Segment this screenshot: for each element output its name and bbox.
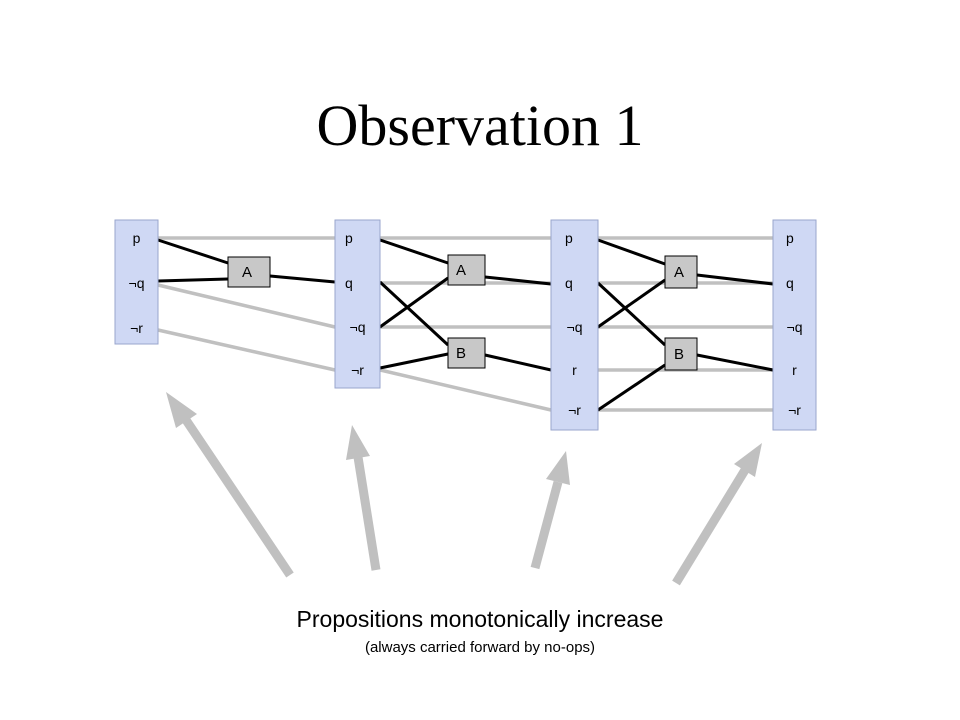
proposition-label: ¬r xyxy=(130,320,143,336)
effect-link xyxy=(696,273,774,286)
action-box xyxy=(664,255,698,289)
effect-link xyxy=(379,276,449,329)
action-label: B xyxy=(674,346,684,363)
action-layer-0: A xyxy=(227,256,271,288)
layer-column xyxy=(114,219,159,345)
precondition-link xyxy=(157,277,229,283)
proposition-label: ¬r xyxy=(351,362,364,378)
action-box xyxy=(664,337,698,371)
arrow-icon xyxy=(346,425,381,571)
proposition-label: ¬q xyxy=(350,319,366,335)
precondition-link xyxy=(378,280,450,347)
effect-link xyxy=(484,275,552,286)
action-links xyxy=(157,238,774,412)
action-label: A xyxy=(242,264,252,281)
arrow-icon xyxy=(530,451,570,570)
action-label: A xyxy=(456,262,466,279)
proposition-label: p xyxy=(133,230,141,246)
proposition-layer-2: p q ¬q r ¬r xyxy=(550,219,599,431)
action-layer-2: A B xyxy=(664,255,698,371)
action-label: B xyxy=(456,345,466,362)
arrow-icon xyxy=(166,392,294,578)
pointer-arrows xyxy=(166,392,762,586)
precondition-link xyxy=(379,238,449,265)
layer-column xyxy=(334,219,381,389)
proposition-label: p xyxy=(786,230,794,246)
noop-link xyxy=(379,368,552,412)
proposition-label: q xyxy=(565,275,573,291)
effect-link xyxy=(484,353,552,372)
proposition-label: r xyxy=(572,362,577,378)
action-box xyxy=(227,256,271,288)
proposition-label: ¬r xyxy=(568,402,581,418)
subcaption: (always carried forward by no-ops) xyxy=(364,639,596,656)
proposition-label: p xyxy=(565,230,573,246)
proposition-label: r xyxy=(792,362,797,378)
precondition-link xyxy=(379,352,449,370)
proposition-label: ¬r xyxy=(788,402,801,418)
precondition-link xyxy=(157,238,229,265)
proposition-layer-3: p q ¬q r ¬r xyxy=(772,219,817,431)
precondition-link xyxy=(597,238,666,266)
proposition-label: q xyxy=(345,275,353,291)
arrow-icon xyxy=(672,443,762,586)
caption: Propositions monotonically increase xyxy=(296,606,664,632)
action-box xyxy=(447,254,486,286)
page-title: Observation 1 xyxy=(316,93,644,158)
action-box xyxy=(447,337,486,369)
layer-column xyxy=(550,219,599,431)
proposition-label: q xyxy=(786,275,794,291)
noop-link xyxy=(157,328,336,372)
layer-column xyxy=(772,219,817,431)
effect-link xyxy=(269,274,336,284)
effect-link xyxy=(696,353,774,372)
proposition-label: ¬q xyxy=(129,275,145,291)
effect-link xyxy=(596,281,667,347)
effect-link xyxy=(597,278,666,329)
action-label: A xyxy=(674,264,684,281)
proposition-layer-0: p ¬q ¬r xyxy=(114,219,159,345)
proposition-label: p xyxy=(345,230,353,246)
noop-link xyxy=(157,283,336,329)
proposition-layer-1: p q ¬q ¬r xyxy=(334,219,381,389)
precondition-link xyxy=(597,363,666,412)
proposition-label: ¬q xyxy=(567,319,583,335)
proposition-label: ¬q xyxy=(787,319,803,335)
action-layer-1: A B xyxy=(447,254,486,369)
